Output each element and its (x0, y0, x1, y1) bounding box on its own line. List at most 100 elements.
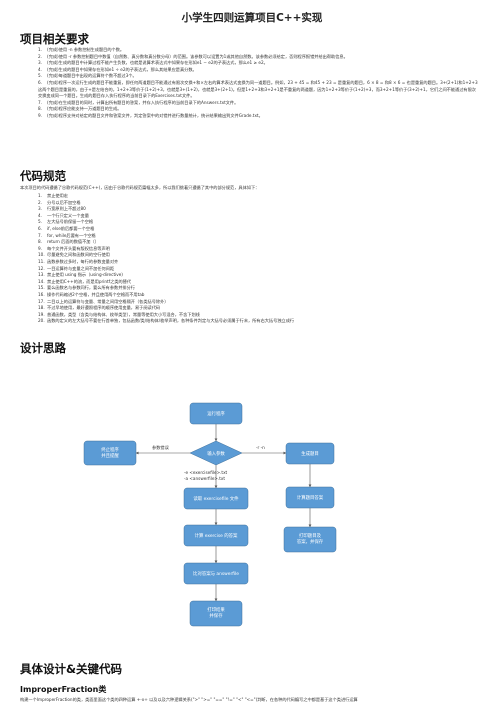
code-spec-item: 10.尽量避免之间和函数间的空行使用 (38, 252, 480, 259)
node-gen-label: 生成题目 (301, 450, 319, 457)
list-item-text: (完成)在生成题目的同时，计算出所有题目的答案，并存入执行程序的当前目录下的An… (47, 99, 239, 105)
list-number: 7. (38, 232, 42, 238)
list-number: 20. (38, 318, 45, 324)
list-item-text: 不过早地使用，最好遵照程序的顺序使用变量，易于阅读代码 (47, 305, 161, 311)
impl-heading: 具体设计&关键代码 (20, 662, 123, 676)
node-count (183, 524, 249, 547)
code-spec-item: 5.左大括号前保留一个空格 (38, 219, 480, 226)
code-spec-item: 19.普通函数，类型（含类与结构体、枚举类型），常量等使用大小写混合，不含下划线 (38, 312, 480, 319)
impl-intro: 构建一个ImproperFraction的类，类面里面这个类的四种运算 +-x÷… (20, 697, 358, 702)
list-number: 3. (38, 60, 42, 66)
list-item-text: (完成)程序支持对给定的题目文件和答案文件，判定答案中的对错并进行数量统计，统计… (47, 112, 263, 118)
node-end (189, 600, 243, 627)
list-item-text: 禁止使用C++的流，而是用printf之类的替代 (47, 278, 132, 284)
list-number: 1. (38, 47, 42, 52)
list-item-text: 禁止使用 using 指示（using-directive) (47, 272, 123, 278)
node-calc (285, 486, 335, 509)
list-number: 9. (38, 112, 42, 118)
node-compare-label: 比对答案与 answerfile (193, 570, 239, 577)
requirement-item: 6.(完成)程序一次运行生成的题目不能重复，即任何两道题目不能通过有限次交换+和… (38, 80, 480, 100)
list-item-text: (完成)程序一次运行生成的题目不能重复，即任何两道题目不能通过有限次交换+和×左… (38, 79, 478, 99)
code-spec-item: 12.一目运算符与变量之间不加任何间距 (38, 266, 480, 273)
requirement-item: 9. (完成)程序支持对给定的题目文件和答案文件，判定答案中的对错并进行数量统计，… (38, 113, 480, 120)
list-item-text: 禁止使用宏 (47, 193, 68, 198)
code-spec-item: 11.函数参数过多时，每行的参数变量对齐 (38, 259, 480, 266)
list-number: 8. (38, 106, 42, 112)
requirements-heading: 项目相关要求 (20, 32, 89, 46)
list-item-text: 一目运算符与变量之间不加任何间距 (47, 265, 115, 271)
list-item-text: 二目以上的运算符与变量、常量之间用空格隔开（各类括号除外） (47, 298, 169, 304)
node-read-label: 读取 exercisefile 文件 (193, 495, 239, 502)
list-item-text: (完成)使用 -n 参数控制生成题目的个数。 (47, 47, 125, 52)
list-number: 7. (38, 99, 42, 105)
list-item-text: 要么函数名与参数同行，要么所有参数并排分行 (47, 285, 135, 291)
requirement-item: 3. (完成)生成的题目中计算过程不能产生负数，也就是说算术表达式中如果存在形如e… (38, 60, 480, 67)
list-item-text: (完成)生成的题目中计算过程不能产生负数，也就是说算术表达式中如果存在形如e1 … (47, 60, 268, 66)
code-spec-heading: 代码规范 (20, 169, 66, 183)
code-spec-item: 7. for, while后要有一个空格 (38, 233, 480, 240)
requirement-item: 7. (完成)在生成题目的同时，计算出所有题目的答案，并存入执行程序的当前目录下的… (38, 100, 480, 107)
requirement-item: 5. (完成)每道题目中出现的运算符个数不超过3个。 (38, 73, 480, 80)
list-item-text: 普通函数，类型（含类与结构体、枚举类型），常量等使用大小写混合，不含下划线 (47, 311, 200, 317)
node-compare (183, 562, 249, 585)
node-gen (285, 442, 335, 465)
page-title: 小学生四则运算项目C++实现 (181, 12, 323, 24)
requirement-item: 1. (完成)使用 -n 参数控制生成题目的个数。 (38, 47, 480, 54)
code-spec-item: 4.一个行只定义一个变量 (38, 213, 480, 220)
list-item-text: if, else前后都要一个空格 (47, 225, 95, 231)
list-item-text: 左大括号前保留一个空格 (47, 219, 94, 225)
list-number: 12. (38, 265, 45, 271)
list-number: 11. (38, 258, 45, 264)
list-number: 5. (38, 73, 42, 79)
requirements-list: 1. (完成)使用 -n 参数控制生成题目的个数。 2.(完成)使用 -r 参数控制… (38, 47, 480, 120)
code-spec-item: 9.每个文件开头要有版权信息等声明 (38, 246, 480, 253)
node-error (83, 440, 137, 466)
node-end-label: 打印结果并保存 (207, 606, 225, 619)
list-number: 13. (38, 272, 45, 278)
list-item-text: 每个文件开头要有版权信息等声明 (47, 245, 110, 251)
node-count-label: 计算 exercise 的答案 (195, 532, 238, 539)
design-flowchart: 参数错误 -r -n -e <exercisefile>.txt -a <ans… (83, 402, 337, 627)
node-out (283, 526, 337, 553)
code-spec-item: 18.不过早地使用，最好遵照程序的顺序使用变量，易于阅读代码 (38, 305, 480, 312)
code-spec-item: 20.函数的定义的左大括号不要在行首单独，包括函数/类/结构体/枚举声明，各种条… (38, 318, 480, 325)
edge-label-param-error: 参数错误 (152, 444, 170, 451)
code-spec-item: 2.分号以后不加空格 (38, 200, 480, 207)
list-item-text: return 后面的数值不加（） (47, 239, 99, 245)
code-spec-item: 3.行宽原则上不超过80 (38, 206, 480, 213)
code-spec-intro: 本次项目的代码遵循了谷歌代码规范(C++)，因由于谷歌代码规范篇幅太多，所以我们… (20, 185, 260, 190)
node-start (189, 402, 243, 425)
list-number: 14. (38, 278, 45, 284)
requirement-item: 4.(完成)生成的题目中如果存在形如e1 ÷ e2的子表达式，那么其结果应是真分… (38, 67, 480, 74)
list-item-text: 一个行只定义一个变量 (47, 212, 89, 218)
code-spec-item: 17.二目以上的运算符与变量、常量之间用空格隔开（各类括号除外） (38, 299, 480, 306)
list-number: 1. (38, 193, 42, 198)
code-spec-item: 13.禁止使用 using 指示（using-directive) (38, 272, 480, 279)
list-number: 10. (38, 252, 45, 258)
class-heading: ImproperFraction类 (20, 685, 107, 694)
code-spec-item: 6.if, else前后都要一个空格 (38, 226, 480, 233)
list-number: 6. (38, 79, 42, 85)
requirement-item: 2.(完成)使用 -r 参数控制题目中数值（自然数、真分数和真分数分母）的范围。… (38, 54, 480, 61)
list-item-text: 函数参数过多时，每行的参数变量对齐 (47, 258, 119, 264)
node-calc-label: 计算题目答案 (297, 494, 324, 501)
list-item-text: (完成)程序应能支持一万道题目的生成。 (47, 106, 122, 112)
list-item-text: 尽量避免之间和函数间的空行使用 (47, 252, 110, 258)
code-spec-item: 1. 禁止使用宏 (38, 193, 480, 200)
node-out-label: 打印题目及答案，并保存 (297, 532, 324, 545)
list-number: 19. (38, 311, 45, 317)
list-number: 8. (38, 239, 42, 245)
code-spec-item: 15.要么函数名与参数同行，要么所有参数并排分行 (38, 285, 480, 292)
list-number: 17. (38, 298, 45, 304)
code-spec-item: 16.操作代码缩进2个空格，并且使用两个空格而不用tab (38, 292, 480, 299)
node-read (183, 487, 249, 510)
list-item-text: (完成)每道题目中出现的运算符个数不超过3个。 (47, 73, 137, 79)
list-item-text: 行宽原则上不超过80 (47, 206, 86, 212)
list-item-text: for, while后要有一个空格 (47, 232, 96, 238)
list-item-text: 函数的定义的左大括号不要在行首单独，包括函数/类/结构体/枚举声明，各种条件判定… (47, 318, 295, 324)
list-item-text: 操作代码缩进2个空格，并且使用两个空格而不用tab (47, 291, 145, 297)
edge-label-n-r: -r -n (256, 445, 265, 450)
list-item-text: (完成)使用 -r 参数控制题目中数值（自然数、真分数和真分数分母）的范围。该参… (47, 53, 348, 59)
